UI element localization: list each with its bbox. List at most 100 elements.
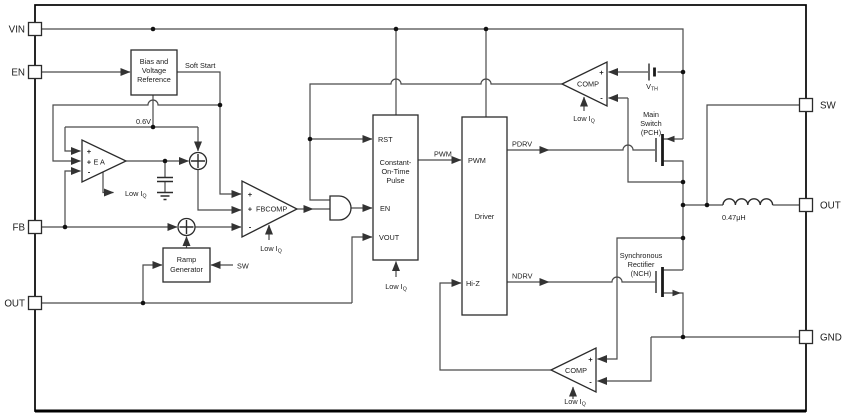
bias-voltage-reference-block: Bias and Voltage Reference [130,49,178,96]
sync-rectifier-label: (NCH) [631,269,652,278]
wire-labels: Soft Start 0.6V PWM PDRV NDRV SW Low IQ … [125,61,595,408]
main-switch-label: Switch [640,119,662,128]
pin-fb [27,219,43,235]
comp-top-minus-sign: - [600,94,603,103]
wire-vref-to-ea [64,127,82,156]
cot-port-rst: RST [378,135,393,144]
main-switch-pmos: Main Switch (PCH) [640,110,675,166]
junction-dot [140,300,146,306]
low-iq-label-cot: Low IQ [385,282,407,293]
junction-dot [680,334,686,340]
low-iq-main: Low I [385,282,402,291]
pwm-net-label: PWM [434,150,452,159]
wire-comp-top-minus [627,98,683,183]
sync-rectifier-label: Synchronous [620,251,663,260]
comp-bottom-label: COMP [565,366,587,375]
and-gate-body [329,195,352,221]
plus-cross-icon [191,154,205,168]
cot-block-label: Pulse [386,176,404,185]
junction-dot [393,26,399,32]
low-iq-main: Low I [573,114,590,123]
wire-compbot-to-hiz [439,278,551,371]
vth-label: VTH [646,82,658,93]
pin-out-right [798,197,814,213]
ramp-block-box [162,247,211,283]
cot-port-vout: VOUT [379,233,400,242]
ea-plus-sign: + [87,147,92,156]
output-inductor: 0.47μH [722,198,774,222]
main-switch-label: (PCH) [641,128,661,137]
zero-cross-comparator-bottom: COMP + - [549,346,597,394]
sync-rectifier-label: Rectifier [628,260,655,269]
error-amp-triangle [81,138,128,184]
fbcomp-plus-sign: + [248,190,253,199]
pin-vin [27,21,43,37]
cot-block-box [372,114,419,261]
bias-block-label: Bias and [140,57,168,66]
summing-junction-ref [188,151,208,171]
junction-dots [62,26,710,340]
main-switch-label: Main [643,110,659,119]
cot-block-label: Constant- [380,158,412,167]
plus-cross-icon [179,220,194,234]
driver-block: PWM Driver Hi-Z [461,116,508,316]
wire-out-to-ramp [142,260,163,303]
low-iq-label-ea: Low IQ [125,189,147,200]
wire-soft-start [177,71,242,199]
driver-block-label: Driver [475,212,495,221]
driver-block-box [461,116,508,316]
junction-dot [150,124,156,130]
pin-gnd [798,329,814,345]
sw-sense-label: SW [237,262,249,271]
junction-dot [217,102,223,108]
low-iq-label-comp-bottom: Low IQ [564,397,586,408]
low-iq-main: Low I [125,189,142,198]
cot-block-label: On-Time [381,167,409,176]
comp-top-label: COMP [577,80,599,89]
wire-nmos-source [662,292,684,337]
junction-dot [680,235,686,241]
pin-en-label: EN [11,68,25,79]
low-iq-sub: Q [278,249,282,255]
wire-ea-lowiq [102,172,115,197]
low-iq-label-comp-top: Low IQ [573,114,595,125]
zero-cross-comparator-top: COMP + - [560,60,608,108]
junction-dot [62,224,68,230]
ea-minus-sign: - [88,168,91,177]
low-iq-main: Low I [260,244,277,253]
vth-main: V [646,82,651,91]
low-iq-sub: Q [582,402,586,408]
comp-bottom-minus-sign: - [589,378,592,387]
junction-dot [680,179,686,185]
fbcomp-triangle [241,179,299,239]
junction-dot [150,26,156,32]
fbcomp-plus-sign: + [248,205,253,214]
wire-pdrv-b [549,144,655,151]
wire-fb-to-ea [64,166,82,227]
pin-sw [798,97,814,113]
fbcomp-comparator: + + FBCOMP - [241,179,299,239]
vth-sub: TH [651,87,658,93]
low-iq-sub: Q [403,287,407,293]
junction-dot [704,202,710,208]
inductor-coil-icon [722,198,774,206]
wires [41,28,800,399]
comp-bottom-plus-sign: + [588,355,593,364]
comp-bottom-triangle [549,346,597,394]
fbcomp-label: FBCOMP [256,205,287,214]
capacitor-icon [157,176,173,183]
pin-out-left [27,295,43,311]
error-amplifier: + + E A - [81,138,128,184]
wire-gnd-to-compbot [596,337,652,386]
inductor-value: 0.47μH [722,213,746,222]
wire-comp-top-out [309,78,562,201]
and-gate [329,195,352,221]
vref-label: 0.6V [136,117,151,126]
junction-dot [162,158,168,164]
bias-block-box [130,49,178,96]
low-iq-label-fbcomp: Low IQ [260,244,282,255]
junction-dot [307,136,313,142]
pin-fb-label: FB [12,223,25,234]
